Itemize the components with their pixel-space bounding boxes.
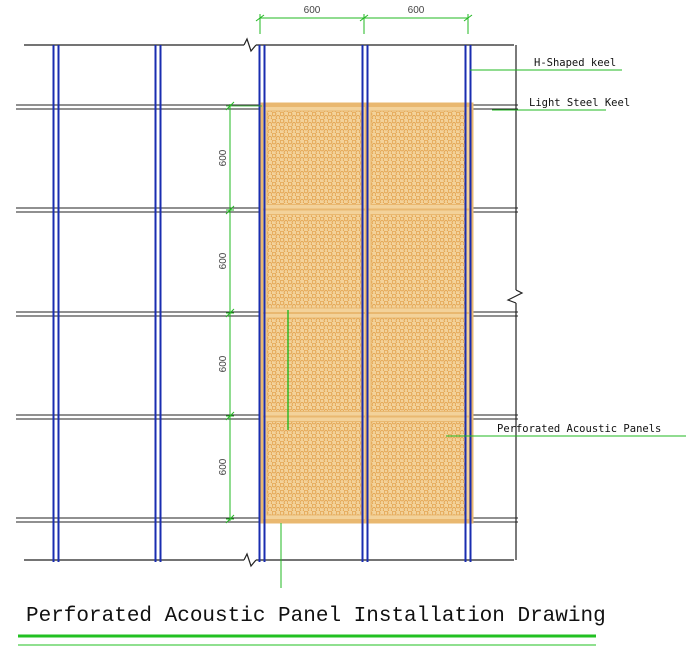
label-h-shaped-keel: H-Shaped keel	[534, 57, 616, 69]
dimension-left-1: 600	[218, 149, 229, 166]
acoustic-panel	[365, 105, 471, 211]
label-light-steel-keel: Light Steel Keel	[529, 97, 630, 109]
dimension-left-3: 600	[218, 355, 229, 372]
acoustic-panel	[261, 415, 367, 521]
h-shaped-keel-5	[464, 45, 472, 562]
acoustic-panel	[365, 208, 471, 314]
h-shaped-keel-3	[258, 45, 266, 562]
right-edge-break	[506, 45, 524, 560]
h-shaped-keel-1	[52, 45, 60, 562]
top-dimension-line	[255, 14, 473, 34]
h-shaped-keel-2	[154, 45, 162, 562]
dimension-top-2: 600	[408, 5, 425, 16]
acoustic-panel	[261, 208, 367, 314]
acoustic-panel	[261, 105, 367, 211]
dimension-left-2: 600	[218, 252, 229, 269]
dimension-top-1: 600	[304, 5, 321, 16]
drawing-title: Perforated Acoustic Panel Installation D…	[26, 605, 606, 628]
perforated-panels	[258, 102, 474, 524]
acoustic-panel	[261, 312, 367, 418]
h-shaped-keel-4	[361, 45, 369, 562]
h-shaped-keels	[52, 45, 472, 562]
acoustic-panel	[365, 312, 471, 418]
dimension-left-4: 600	[218, 458, 229, 475]
acoustic-panel	[365, 415, 471, 521]
label-perforated-panels: Perforated Acoustic Panels	[497, 423, 661, 435]
left-dimension-line	[225, 101, 262, 524]
